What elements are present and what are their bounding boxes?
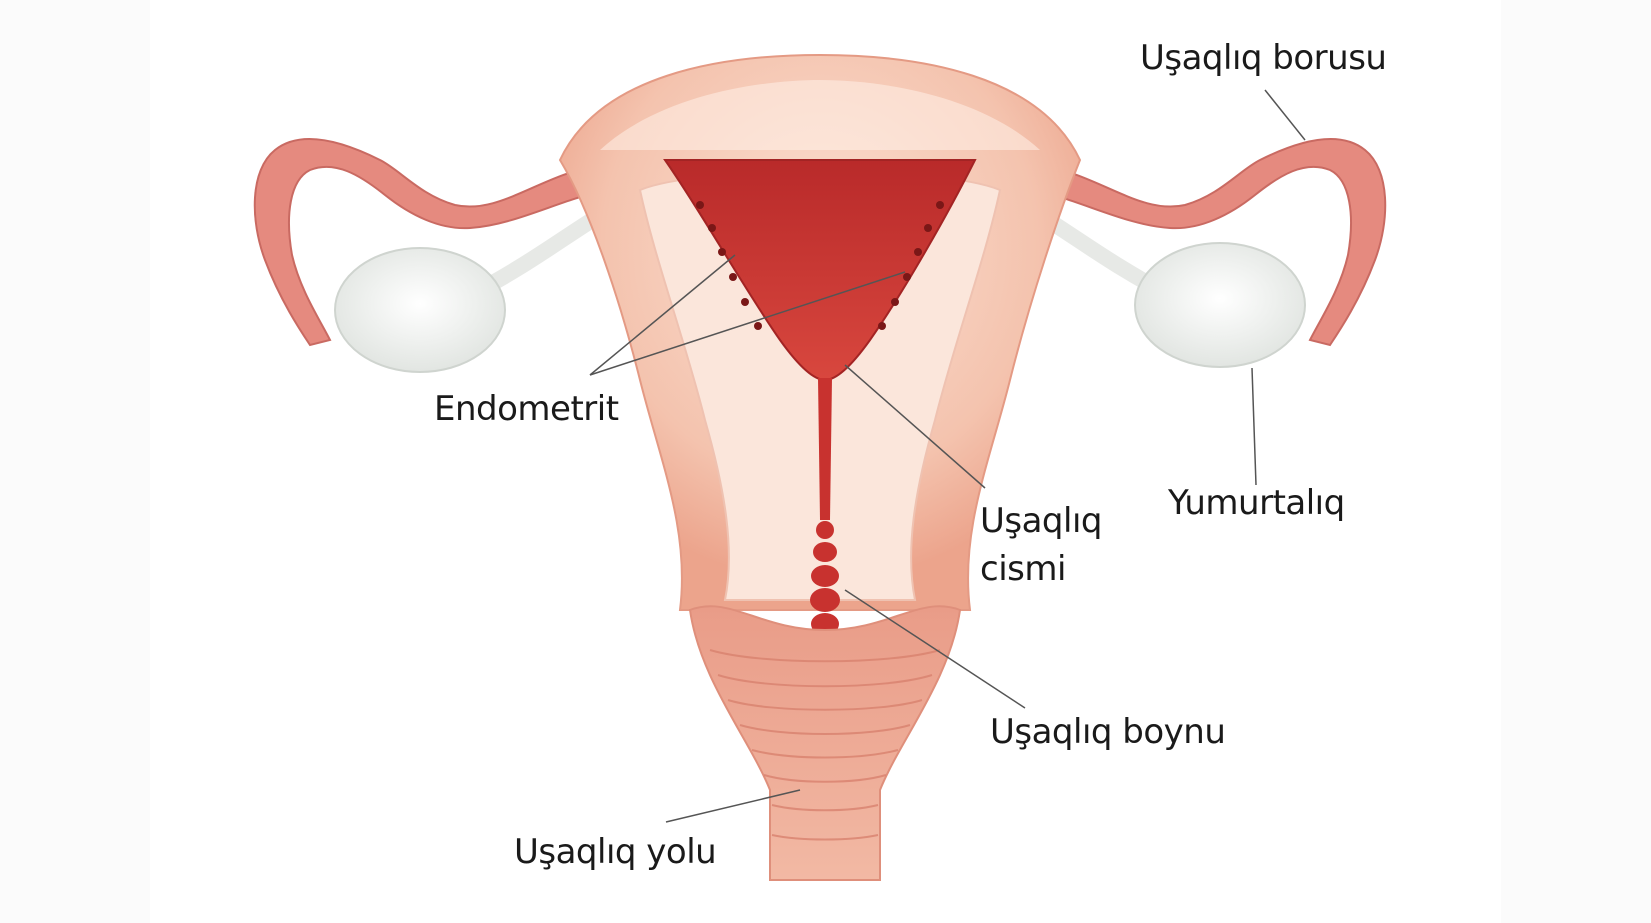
fallopian-tube-left [253, 138, 601, 347]
leader-line-vagina [665, 789, 801, 823]
label-fallopian-tube: Uşaqlıq borusu [1140, 38, 1387, 78]
leader-line-body [844, 364, 986, 489]
ovary-right [1134, 242, 1306, 368]
ovary-left [334, 247, 506, 373]
label-cervix: Uşaqlıq boynu [990, 712, 1226, 752]
leader-line-tube [1264, 89, 1306, 141]
leader-line-endo-2 [589, 271, 906, 376]
leader-lines [589, 89, 1306, 823]
leader-line-ovary [1251, 367, 1257, 486]
leader-line-endo-1 [589, 254, 736, 376]
label-endometrium: Endometrit [434, 389, 619, 429]
label-uterine-body-line2: cismi [980, 549, 1066, 589]
label-uterine-body-line1: Uşaqlıq [980, 501, 1103, 541]
uterine-cavity [663, 159, 977, 635]
label-vagina: Uşaqlıq yolu [514, 832, 717, 872]
label-ovary: Yumurtalıq [1168, 483, 1345, 523]
leader-line-cervix [844, 589, 1026, 709]
fallopian-tube-right [1039, 138, 1387, 347]
vagina-shape [688, 605, 962, 881]
